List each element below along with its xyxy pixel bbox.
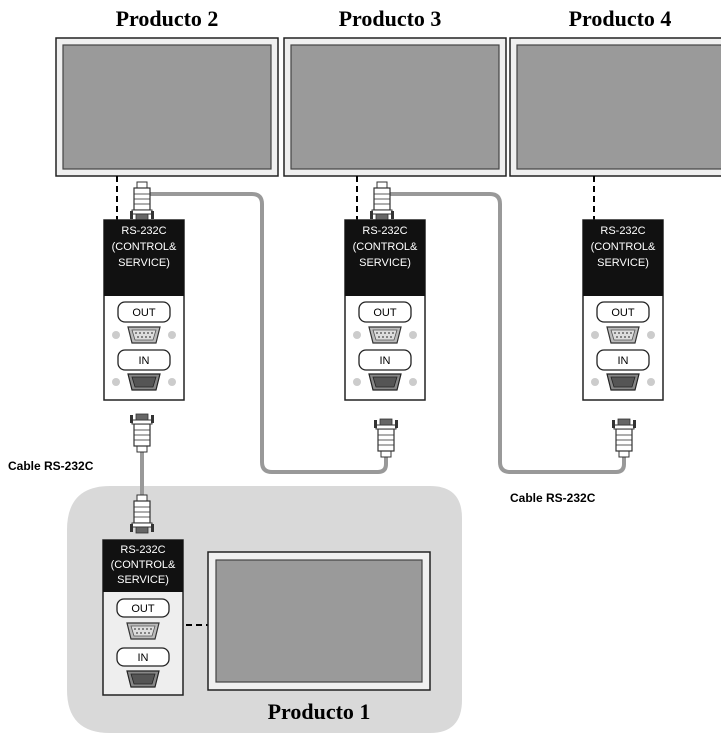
in-port: [126, 670, 160, 688]
out-label: OUT: [611, 307, 635, 319]
product-4-monitor: [509, 37, 721, 177]
in-port: [368, 373, 402, 391]
in-label-box: [358, 349, 412, 371]
out-label: OUT: [132, 307, 156, 319]
out-label-box: [596, 301, 650, 323]
product-4-title: Producto 4: [569, 6, 672, 31]
cable-label-right: Cable RS-232C: [510, 491, 596, 505]
in-label: IN: [138, 652, 149, 664]
product-2-out-plug: [129, 181, 155, 221]
in-port: [127, 373, 161, 391]
port-title-line3: SERVICE): [597, 257, 649, 269]
port-title-line2: (CONTROL&: [111, 559, 176, 571]
port-title-line1: RS-232C: [121, 225, 166, 237]
product-2-monitor: [55, 37, 279, 177]
port-title-line2: (CONTROL&: [112, 241, 177, 253]
in-label: IN: [618, 355, 629, 367]
product-1-monitor: [207, 551, 431, 691]
product-1-rs232c-panel: RS-232C (CONTROL& SERVICE) OUT IN: [102, 539, 184, 696]
product-2-rs232c-panel: RS-232C (CONTROL& SERVICE) OUT IN: [103, 219, 185, 401]
port-title-line3: SERVICE): [117, 574, 169, 586]
product-2-title: Producto 2: [116, 6, 219, 31]
in-label: IN: [380, 355, 391, 367]
port-title-line3: SERVICE): [359, 257, 411, 269]
out-label-box: [117, 301, 171, 323]
out-label: OUT: [131, 603, 155, 615]
in-port: [606, 373, 640, 391]
in-label: IN: [139, 355, 150, 367]
out-label-box: [116, 598, 170, 618]
port-title-line1: RS-232C: [120, 544, 165, 556]
product-4-in-plug: [611, 418, 637, 458]
product-3-title: Producto 3: [339, 6, 442, 31]
port-title-line2: (CONTROL&: [353, 241, 418, 253]
port-title-line3: SERVICE): [118, 257, 170, 269]
product-1-title: Producto 1: [268, 699, 371, 724]
out-port: [368, 326, 402, 344]
port-title-line1: RS-232C: [600, 225, 645, 237]
product-4-rs232c-panel: RS-232C (CONTROL& SERVICE) OUT IN: [582, 219, 664, 401]
out-port: [126, 622, 160, 640]
out-label-box: [358, 301, 412, 323]
in-label-box: [596, 349, 650, 371]
port-title-line1: RS-232C: [362, 225, 407, 237]
in-label-box: [117, 349, 171, 371]
product-3-out-plug: [369, 181, 395, 221]
in-label-box: [116, 647, 170, 667]
product-3-in-plug: [373, 418, 399, 458]
port-title-line2: (CONTROL&: [591, 241, 656, 253]
out-port: [127, 326, 161, 344]
product-2-in-plug: [129, 413, 155, 453]
out-label: OUT: [373, 307, 397, 319]
product-1-out-plug: [129, 494, 155, 534]
product-3-rs232c-panel: RS-232C (CONTROL& SERVICE) OUT IN: [344, 219, 426, 401]
product-3-monitor: [283, 37, 507, 177]
cable-label-left: Cable RS-232C: [8, 459, 94, 473]
out-port: [606, 326, 640, 344]
